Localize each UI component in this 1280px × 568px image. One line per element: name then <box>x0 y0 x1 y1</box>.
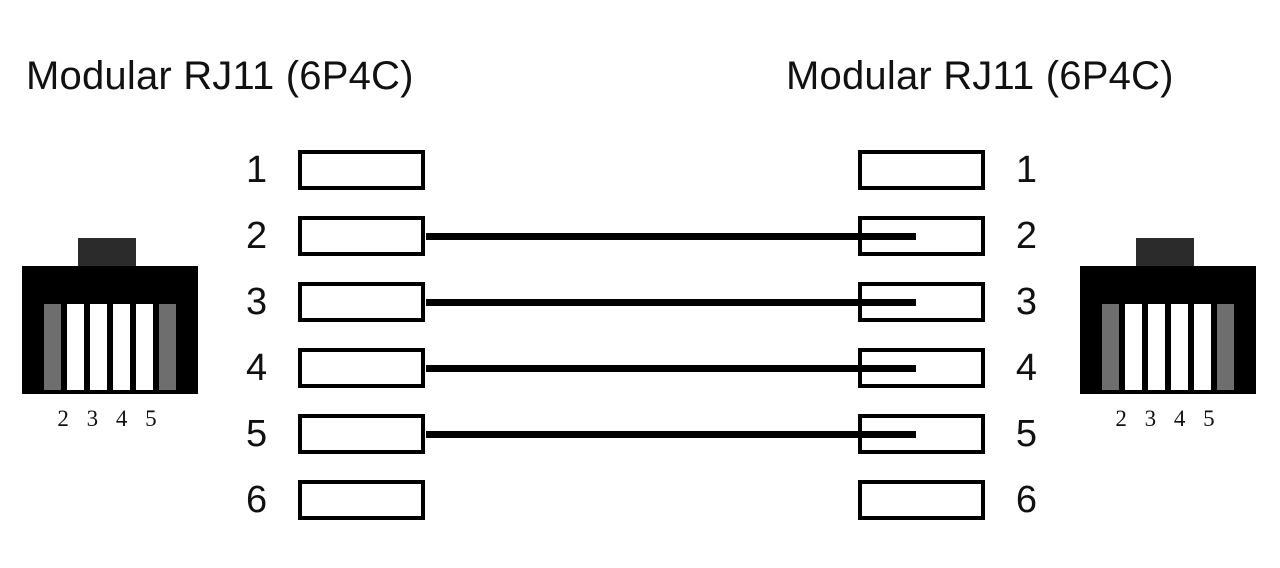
right-pin-column: 1 2 3 4 5 6 <box>858 148 1043 521</box>
pin-number-3: 3 <box>246 281 268 323</box>
connector-slot-3 <box>1148 304 1165 390</box>
pin-number-4: 4 <box>1015 347 1037 389</box>
pin-contact-4[interactable] <box>297 348 425 388</box>
pin-number-1: 1 <box>246 149 268 191</box>
pin-row-1: 1 <box>240 148 425 192</box>
pin-number-6: 6 <box>246 479 268 521</box>
wire-2-to-2 <box>426 233 916 240</box>
pin-row-3: 3 <box>240 280 425 324</box>
wire-5-to-5 <box>426 431 916 438</box>
connector-slot-5 <box>136 304 153 390</box>
right-rj11-connector-icon: 2 3 4 5 <box>1080 238 1256 438</box>
pin-contact-1[interactable] <box>858 150 986 190</box>
pin-row-5: 5 <box>858 412 1043 456</box>
right-connector-pin-labels: 2 3 4 5 <box>1115 406 1221 431</box>
connector-slot-3 <box>90 304 107 390</box>
connector-pin-slots <box>44 304 176 390</box>
pin-row-6: 6 <box>858 478 1043 522</box>
pin-number-5: 5 <box>246 413 268 455</box>
connector-slot-1 <box>1102 304 1119 390</box>
pin-number-3: 3 <box>1015 281 1037 323</box>
pin-row-1: 1 <box>858 148 1043 192</box>
pin-contact-1[interactable] <box>297 150 425 190</box>
connector-pin-slots <box>1102 304 1234 390</box>
connector-slot-5 <box>1194 304 1211 390</box>
pin-contact-2[interactable] <box>858 216 986 256</box>
pin-contact-2[interactable] <box>297 216 425 256</box>
pin-number-6: 6 <box>1015 479 1037 521</box>
connector-slot-2 <box>67 304 84 390</box>
pin-contact-3[interactable] <box>858 282 986 322</box>
pin-contact-5[interactable] <box>858 414 986 454</box>
right-connector-title: Modular RJ11 (6P4C) <box>786 54 1174 98</box>
left-rj11-connector-icon: 2 3 4 5 <box>22 238 198 438</box>
pin-contact-3[interactable] <box>297 282 425 322</box>
connector-latch-tab <box>78 238 136 266</box>
pin-number-5: 5 <box>1015 413 1037 455</box>
left-connector-title: Modular RJ11 (6P4C) <box>26 54 414 98</box>
pin-contact-5[interactable] <box>297 414 425 454</box>
pin-number-2: 2 <box>246 215 268 257</box>
left-pin-column: 1 2 3 4 5 6 <box>240 148 425 521</box>
pin-contact-4[interactable] <box>858 348 986 388</box>
pin-number-1: 1 <box>1015 149 1037 191</box>
connector-slot-4 <box>1171 304 1188 390</box>
pin-row-4: 4 <box>240 346 425 390</box>
connector-slot-1 <box>44 304 61 390</box>
pin-row-4: 4 <box>858 346 1043 390</box>
pin-row-5: 5 <box>240 412 425 456</box>
pin-row-3: 3 <box>858 280 1043 324</box>
connector-latch-tab <box>1136 238 1194 266</box>
connector-slot-4 <box>113 304 130 390</box>
pin-number-4: 4 <box>246 347 268 389</box>
pin-row-2: 2 <box>858 214 1043 258</box>
pin-contact-6[interactable] <box>297 480 425 520</box>
pin-contact-6[interactable] <box>858 480 986 520</box>
connector-slot-6 <box>1217 304 1234 390</box>
connector-slot-6 <box>159 304 176 390</box>
left-connector-pin-labels: 2 3 4 5 <box>57 406 163 431</box>
pin-row-6: 6 <box>240 478 425 522</box>
pin-number-2: 2 <box>1015 215 1037 257</box>
wire-3-to-3 <box>426 299 916 306</box>
wire-4-to-4 <box>426 365 916 372</box>
pin-row-2: 2 <box>240 214 425 258</box>
connector-slot-2 <box>1125 304 1142 390</box>
